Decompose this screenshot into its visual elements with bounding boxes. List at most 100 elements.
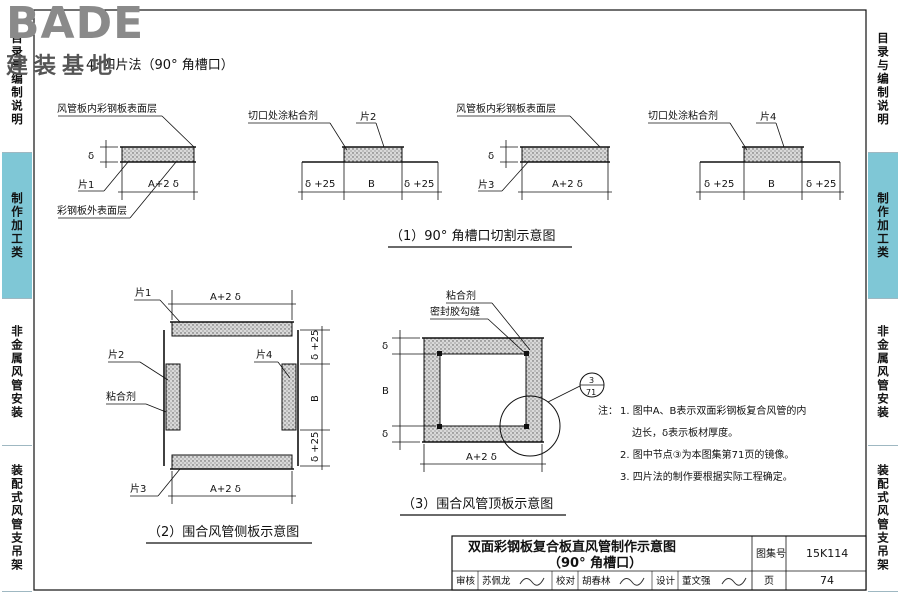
label-outer-surface: 彩钢板外表面层 <box>57 204 127 217</box>
sidebar-right-item-2[interactable]: 非金属风管安装 <box>868 299 898 446</box>
note-3: 3. 四片法的制作要根据实际工程确定。 <box>620 470 793 483</box>
fig3-dim-d-bottom: δ <box>382 429 388 440</box>
fig2-dim-d25-top: δ +25 <box>310 330 321 360</box>
label-inner-surface-2: 风管板内彩钢板表面层 <box>456 102 556 115</box>
review-label: 审核 <box>456 575 476 587</box>
title-line1: 双面彩钢板复合板直风管制作示意图 <box>468 539 676 555</box>
fig3-dim-d-top: δ <box>382 341 388 352</box>
sidebar-left-item-label: 装配式风管支吊架 <box>10 464 24 573</box>
checker-signature <box>619 577 645 586</box>
sidebar-right-item-1[interactable]: 制作加工类 <box>868 152 898 299</box>
fig2-side-panel-diagram: A+2 δ 片1 A+2 δ 片3 片2 粘合剂 <box>106 286 330 544</box>
sidebar-left: 目录与编制说明制作加工类非金属风管安装装配式风管支吊架 <box>2 6 32 592</box>
label-piece1: 片1 <box>78 178 94 191</box>
fig1-caption: （1）90° 角槽口切割示意图 <box>390 228 555 244</box>
reviewer-name: 苏佩龙 <box>482 575 511 587</box>
sheet-frame <box>33 9 867 591</box>
dim-d25-right: δ +25 <box>404 179 434 190</box>
atlas-label: 图集号 <box>756 547 786 560</box>
fig2-dim-d25-bottom: δ +25 <box>310 432 321 462</box>
node-ref-number: 3 <box>589 376 594 385</box>
logo: BADE 建装基地 <box>6 2 181 88</box>
side-left-panel <box>165 363 181 431</box>
fig3-label-seal: 密封胶勾缝 <box>430 305 480 318</box>
fig2-label-piece2: 片2 <box>108 348 124 361</box>
label-inner-surface: 风管板内彩钢板表面层 <box>57 102 157 115</box>
dim-thickness: δ <box>88 151 94 162</box>
checker-name: 胡春林 <box>582 575 611 587</box>
panel-piece2 <box>343 146 403 163</box>
fig3-caption: （3）围合风管顶板示意图 <box>402 496 553 512</box>
designer-name: 董文强 <box>682 575 711 587</box>
dim-d25-left: δ +25 <box>305 179 335 190</box>
label-glue-2: 切口处涂粘合剂 <box>648 109 718 122</box>
note-1a: 1. 图中A、B表示双面彩钢板复合风管的内 <box>620 404 806 417</box>
dim-a2d-2: A+2 δ <box>552 179 583 190</box>
fig2-label-glue: 粘合剂 <box>106 390 136 403</box>
sidebar-left-item-2[interactable]: 非金属风管安装 <box>2 299 32 446</box>
atlas-value: 15K114 <box>806 547 848 560</box>
label-piece4: 片4 <box>760 110 776 123</box>
logo-subtitle: 建装基地 <box>6 54 119 79</box>
logo-mark: BADE <box>6 0 145 49</box>
side-top-panel <box>171 321 293 337</box>
panel-piece3 <box>521 146 609 163</box>
fig2-label-piece3: 片3 <box>130 482 146 495</box>
section-title: 4. 四片法（90° 角槽口） <box>86 58 234 73</box>
fig2-dim-a2d-top: A+2 δ <box>210 292 241 303</box>
side-right-panel <box>281 363 297 431</box>
note-1b: 边长，δ表示板材厚度。 <box>632 426 738 439</box>
notes: 注： 1. 图中A、B表示双面彩钢板复合风管的内 边长，δ表示板材厚度。 2. … <box>598 404 806 483</box>
fig2-label-piece1: 片1 <box>135 286 151 299</box>
fig2-caption: （2）围合风管侧板示意图 <box>148 524 299 540</box>
sidebar-left-item-label: 目录与编制说明 <box>10 31 24 127</box>
title-block: 双面彩钢板复合板直风管制作示意图 （90° 角槽口） 图集号 15K114 审核… <box>451 535 867 591</box>
node-ref-page: 71 <box>586 388 596 397</box>
sidebar-right-item-label: 装配式风管支吊架 <box>876 464 890 573</box>
label-piece2: 片2 <box>360 110 376 123</box>
panel-piece4 <box>743 146 803 163</box>
duct-inner <box>439 353 527 427</box>
panel-piece1 <box>121 146 195 163</box>
sidebar-left-item-label: 制作加工类 <box>10 191 24 260</box>
sidebar-right-item-0[interactable]: 目录与编制说明 <box>868 6 898 153</box>
page-label: 页 <box>764 575 774 587</box>
sidebar-left-item-0[interactable]: 目录与编制说明 <box>2 6 32 153</box>
title-line2: （90° 角槽口） <box>548 555 642 571</box>
notes-head: 注： <box>598 404 618 417</box>
sidebar-right-item-label: 目录与编制说明 <box>876 31 890 127</box>
note-2: 2. 图中节点③为本图集第71页的镜像。 <box>620 448 794 461</box>
dim-a2d: A+2 δ <box>148 179 179 190</box>
detail-circle <box>499 395 561 457</box>
dim-d25-right-2: δ +25 <box>806 179 836 190</box>
design-label: 设计 <box>656 575 676 587</box>
page-value: 74 <box>820 574 834 587</box>
label-glue: 切口处涂粘合剂 <box>248 109 318 122</box>
check-label: 校对 <box>556 575 576 587</box>
dim-b-2: B <box>768 179 775 190</box>
sidebar-right-item-3[interactable]: 装配式风管支吊架 <box>868 446 898 592</box>
designer-signature <box>721 577 747 586</box>
sidebar-right-item-label: 非金属风管安装 <box>876 324 890 420</box>
dim-thickness-2: δ <box>488 151 494 162</box>
sidebar-left-item-1[interactable]: 制作加工类 <box>2 152 32 299</box>
fig2-label-piece4: 片4 <box>256 348 272 361</box>
sidebar-right-item-label: 制作加工类 <box>876 191 890 260</box>
sidebar-left-item-label: 非金属风管安装 <box>10 324 24 420</box>
dim-d25-left-2: δ +25 <box>704 179 734 190</box>
reviewer-signature <box>519 577 545 586</box>
side-bottom-panel <box>171 454 293 470</box>
fig3-label-glue: 粘合剂 <box>446 289 476 302</box>
label-piece3: 片3 <box>478 178 494 191</box>
sidebar-left-item-3[interactable]: 装配式风管支吊架 <box>2 446 32 592</box>
fig3-dim-b: B <box>382 386 389 397</box>
fig2-dim-b: B <box>310 395 321 402</box>
fig2-dim-a2d-bottom: A+2 δ <box>210 484 241 495</box>
fig1-cutting-diagram: 风管板内彩钢板表面层 δ 片1 A+2 δ 彩钢板外表面层 切口处涂粘合剂 <box>57 102 844 248</box>
sidebar-right: 目录与编制说明制作加工类非金属风管安装装配式风管支吊架 <box>868 6 898 592</box>
fig3-dim-a2d: A+2 δ <box>466 452 497 463</box>
dim-b: B <box>368 179 375 190</box>
fig3-top-panel-diagram: 粘合剂 密封胶勾缝 δ B δ A+2 δ 3 <box>382 289 605 516</box>
